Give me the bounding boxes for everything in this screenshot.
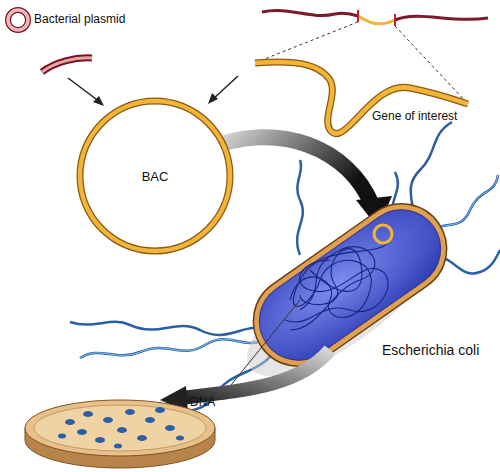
culture-arrow: [180, 350, 330, 398]
colonies: [58, 407, 184, 449]
cut-site: [357, 10, 359, 22]
dna-strand: [395, 16, 488, 20]
text-label: Bacterial plasmid: [34, 13, 174, 27]
text-label: Gene of interest: [372, 110, 497, 124]
node-label: BAC: [142, 169, 169, 184]
plasmid-fragment: [42, 58, 92, 72]
insert-arrow: [212, 76, 238, 100]
bac-in-cell: [374, 225, 392, 243]
text-label: Escherichia coli: [382, 342, 500, 358]
gene-segment: [358, 16, 395, 24]
arrowhead: [93, 96, 104, 106]
cut-site: [394, 14, 396, 26]
plasmid-icon-inner: [8, 10, 28, 30]
arrowhead: [208, 93, 218, 104]
petri-dish: [25, 400, 215, 468]
plasmid-icon: [8, 10, 28, 30]
bac-circle: BAC: [75, 96, 235, 256]
dashed-guide: [262, 22, 358, 60]
nucleoid: [285, 240, 390, 330]
text-label: DNA: [190, 396, 230, 410]
insert-arrow: [68, 78, 100, 102]
plasmid-fragment-inner: [42, 58, 92, 72]
dna-strand: [262, 10, 358, 16]
